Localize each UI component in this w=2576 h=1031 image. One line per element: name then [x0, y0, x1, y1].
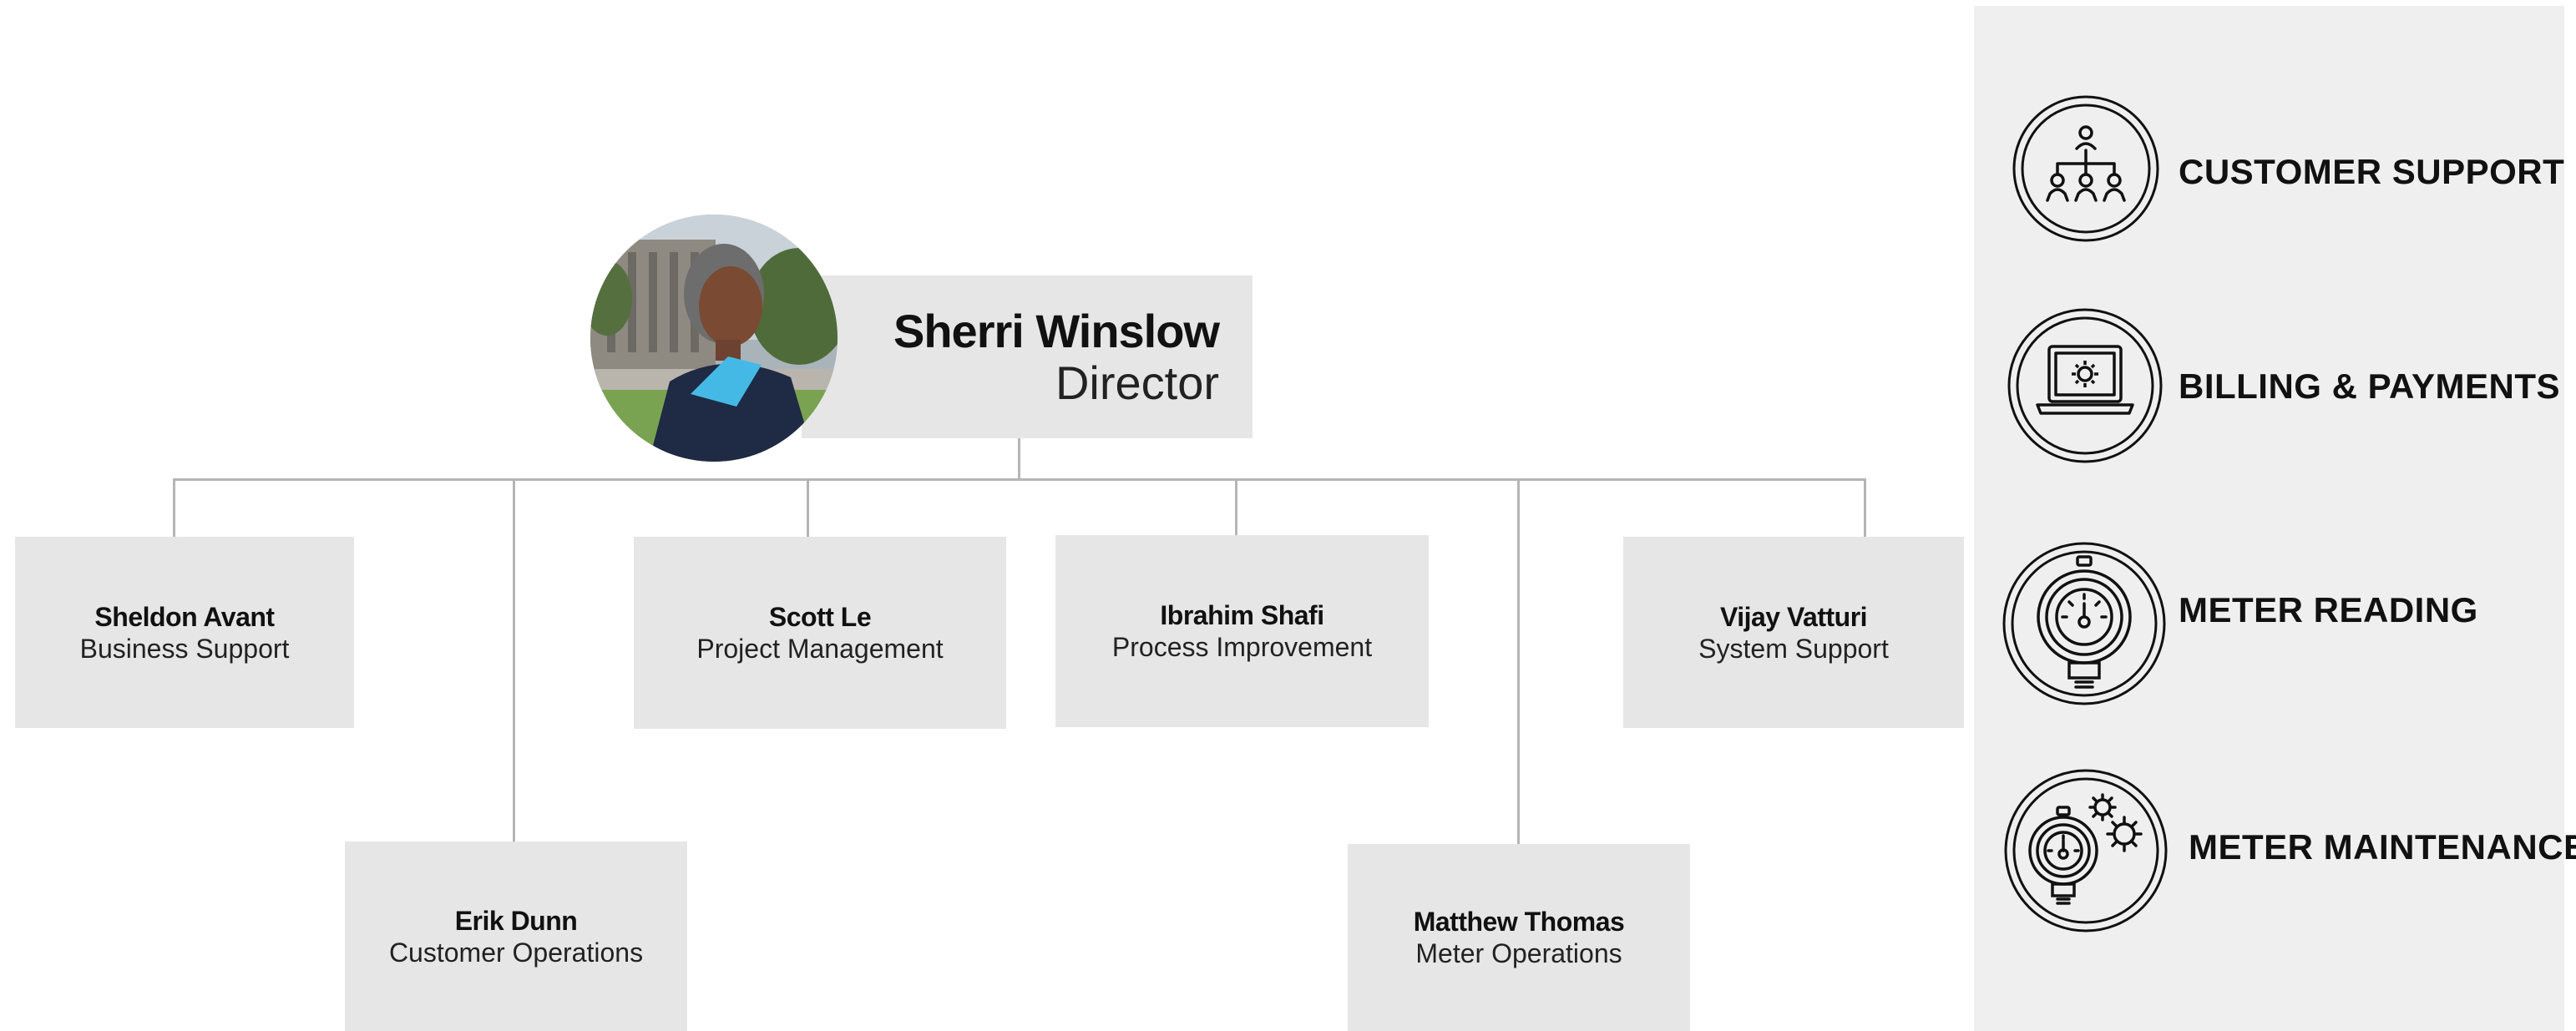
connector-drop-1	[173, 478, 175, 537]
director-title: Director	[1055, 356, 1219, 409]
director-card: Sherri Winslow Director	[802, 275, 1253, 438]
connector-horizontal	[173, 478, 1866, 481]
service-label: CUSTOMER SUPPORT	[2179, 152, 2565, 191]
report-name: Ibrahim Shafi	[1160, 600, 1324, 630]
report-role: Meter Operations	[1415, 938, 1622, 968]
connector-director-stem	[1018, 438, 1020, 480]
report-card-sheldon-avant: Sheldon Avant Business Support	[15, 537, 354, 728]
report-name: Erik Dunn	[454, 905, 578, 936]
director-avatar	[590, 215, 838, 462]
report-card-matthew-thomas: Matthew Thomas Meter Operations	[1348, 844, 1690, 1031]
meter-gears-icon	[2004, 769, 2168, 932]
connector-drop-3	[807, 478, 809, 537]
connector-drop-5	[1517, 478, 1520, 844]
report-role: Project Management	[696, 634, 944, 664]
report-name: Scott Le	[768, 602, 872, 632]
service-label: BILLING & PAYMENTS	[2179, 366, 2561, 406]
laptop-gear-icon	[2007, 308, 2163, 463]
report-role: System Support	[1698, 633, 1889, 664]
connector-drop-2	[513, 478, 515, 841]
service-meter-reading: METER READING	[1974, 540, 2564, 707]
connector-drop-6	[1864, 478, 1866, 537]
services-panel: CUSTOMER SUPPORT BILLING & PAYMENTS	[1974, 6, 2576, 1031]
service-meter-maintenance: METER MAINTENANCE	[1974, 767, 2576, 934]
director-name: Sherri Winslow	[893, 304, 1220, 357]
connector-drop-4	[1235, 478, 1237, 535]
report-card-scott-le: Scott Le Project Management	[634, 537, 1006, 729]
report-role: Customer Operations	[388, 937, 644, 968]
report-role: Business Support	[79, 633, 290, 664]
service-label: METER MAINTENANCE	[2189, 827, 2576, 867]
service-label: METER READING	[2179, 590, 2478, 629]
report-name: Sheldon Avant	[94, 601, 275, 632]
report-role: Process Improvement	[1111, 632, 1373, 662]
avatar-photo	[590, 215, 838, 462]
report-name: Matthew Thomas	[1413, 907, 1625, 937]
org-chart-icon	[2012, 95, 2159, 242]
report-card-vijay-vatturi: Vijay Vatturi System Support	[1623, 537, 1964, 728]
report-name: Vijay Vatturi	[1719, 601, 1868, 632]
report-card-ibrahim-shafi: Ibrahim Shafi Process Improvement	[1055, 535, 1429, 727]
service-customer-support: CUSTOMER SUPPORT	[1974, 89, 2564, 248]
service-billing-payments: BILLING & PAYMENTS	[1974, 306, 2564, 465]
report-card-erik-dunn: Erik Dunn Customer Operations	[345, 841, 687, 1031]
meter-gauge-icon	[2002, 542, 2166, 705]
